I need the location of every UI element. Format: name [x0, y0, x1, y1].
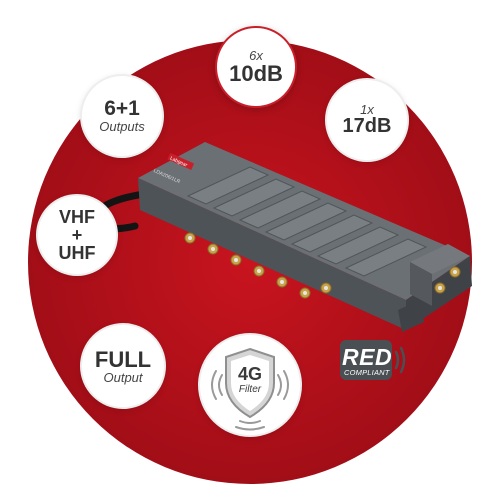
- output-level-label: Output: [103, 369, 143, 385]
- band-uhf: UHF: [58, 243, 96, 263]
- gain-extra-count: 1x: [360, 101, 374, 117]
- red-compliant-badge: RED COMPLIANT: [340, 340, 408, 384]
- gain-outputs-value: 10dB: [229, 61, 283, 87]
- output-level-value: FULL: [94, 346, 152, 372]
- gain-outputs-count: 6x: [249, 47, 263, 63]
- red-badge-subtitle: COMPLIANT: [344, 368, 390, 377]
- outputs-label: Outputs: [99, 119, 145, 135]
- band-vhf: VHF: [59, 207, 95, 227]
- filter-label: Filter: [238, 384, 262, 395]
- shield-icon: [211, 347, 289, 431]
- bands-bubble: VHF + UHF: [38, 196, 116, 274]
- band-plus: +: [71, 225, 83, 245]
- filter-bubble: 4G Filter: [200, 335, 300, 435]
- gain-outputs-bubble: 6x 10dB: [215, 26, 297, 108]
- output-level-bubble: FULL Output: [82, 325, 164, 407]
- filter-value: 4G: [237, 364, 262, 384]
- outputs-bubble: 6+1 Outputs: [82, 76, 162, 156]
- outputs-count: 6+1: [104, 97, 140, 121]
- gain-extra-bubble: 1x 17dB: [327, 80, 407, 160]
- brand-label: [167, 152, 195, 170]
- gain-extra-value: 17dB: [342, 115, 392, 138]
- red-badge-word: RED: [342, 344, 393, 370]
- signal-waves-icon: [340, 340, 406, 380]
